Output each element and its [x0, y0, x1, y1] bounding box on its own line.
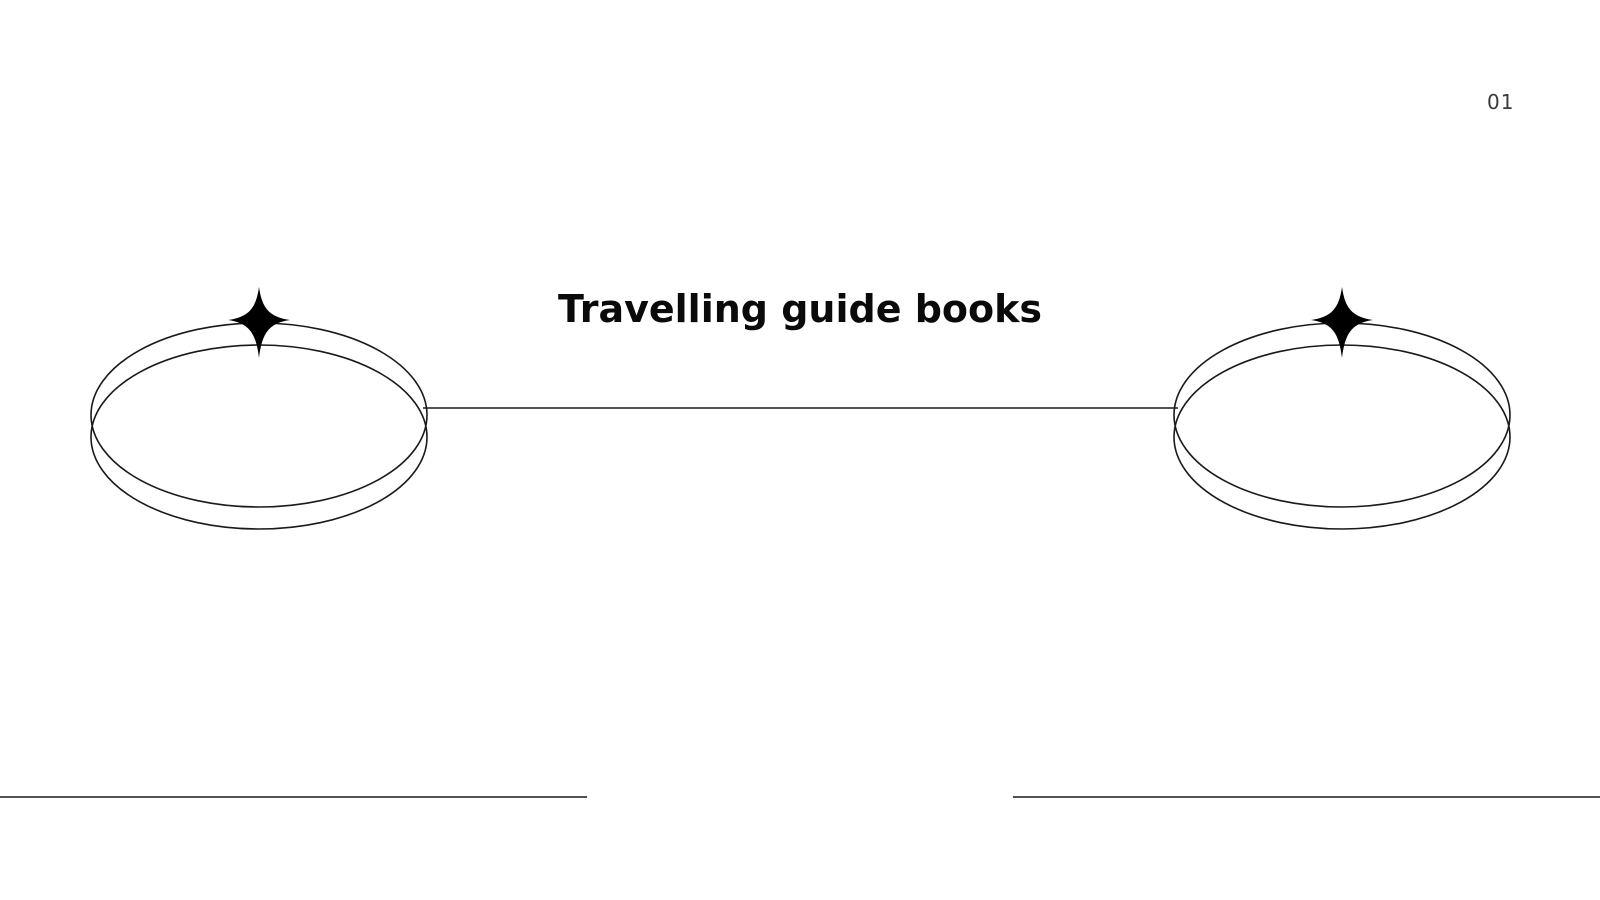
sparkle-icon [228, 287, 290, 358]
right-ring-lower-ellipse [1173, 344, 1511, 530]
sparkle-icon [1311, 287, 1373, 358]
left-ring-lower-ellipse [90, 344, 428, 530]
slide-title: Travelling guide books [557, 287, 1043, 331]
page-number: 01 [1487, 90, 1515, 114]
